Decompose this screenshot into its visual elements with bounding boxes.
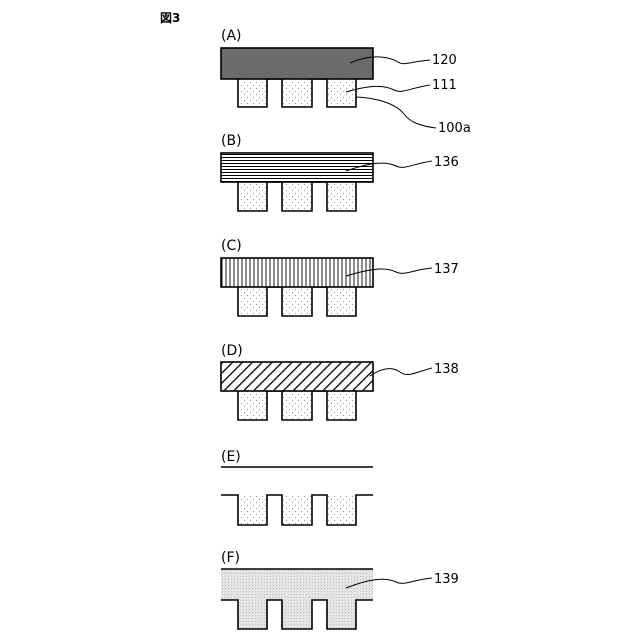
figure-title: 図3 bbox=[160, 11, 180, 25]
layer-136 bbox=[221, 153, 373, 182]
ref-138: 138 bbox=[434, 362, 459, 377]
ref-137: 137 bbox=[434, 262, 459, 277]
fins-e bbox=[221, 495, 373, 525]
leader-111 bbox=[346, 85, 430, 92]
fins-a bbox=[238, 79, 356, 107]
panel-e: (E) bbox=[221, 449, 373, 525]
ref-136: 136 bbox=[434, 155, 459, 170]
layer-138 bbox=[221, 362, 373, 391]
panel-d: (D) 138 bbox=[221, 343, 459, 420]
panel-label-b: (B) bbox=[221, 133, 242, 149]
panel-label-a: (A) bbox=[221, 28, 242, 44]
panel-label-c: (C) bbox=[221, 238, 242, 254]
fins-c bbox=[238, 287, 356, 316]
panel-c: (C) 137 bbox=[221, 238, 459, 316]
fins-b bbox=[238, 182, 356, 211]
panel-label-e: (E) bbox=[221, 449, 241, 465]
fins-d bbox=[238, 391, 356, 420]
ref-111: 111 bbox=[432, 78, 457, 93]
ref-139: 139 bbox=[434, 572, 459, 587]
panel-label-f: (F) bbox=[221, 550, 240, 566]
leader-100a bbox=[356, 97, 436, 128]
ref-120: 120 bbox=[432, 53, 457, 68]
layer-137 bbox=[221, 258, 373, 287]
panel-f: (F) 139 bbox=[221, 550, 459, 629]
panel-a: (A) 120 111 100a bbox=[221, 28, 471, 136]
leader-138 bbox=[370, 368, 432, 376]
panel-label-d: (D) bbox=[221, 343, 243, 359]
layer-120 bbox=[221, 48, 373, 79]
ref-100a: 100a bbox=[438, 121, 471, 136]
layer-139 bbox=[221, 569, 373, 629]
panel-b: (B) 136 bbox=[221, 133, 459, 211]
